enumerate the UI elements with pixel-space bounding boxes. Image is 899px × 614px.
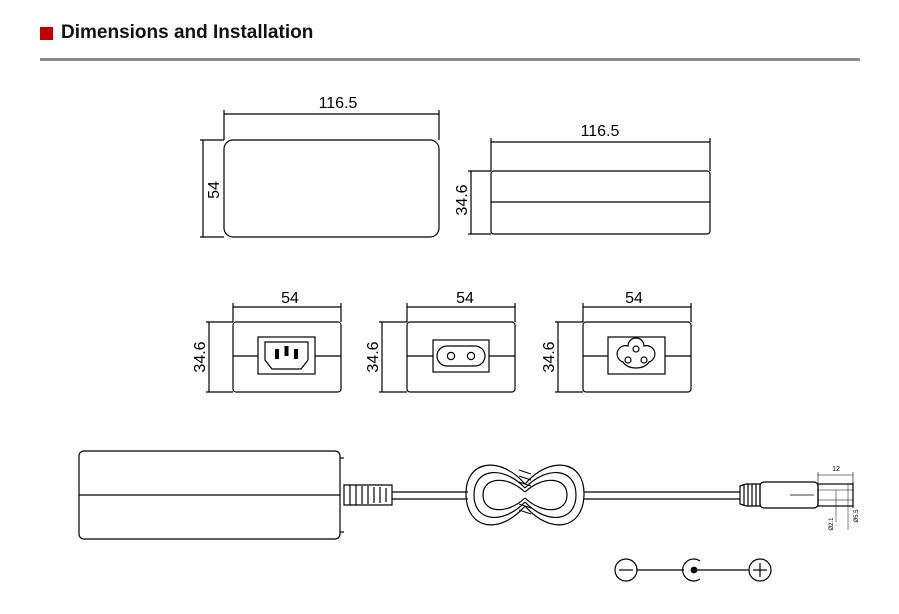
end-view-c14-height-label: 34.6	[192, 341, 209, 372]
adapter-assembly: 12 Ø2.1 Ø5.5	[78, 450, 860, 540]
polarity-diagram	[614, 558, 772, 582]
section-header: Dimensions and Installation	[40, 18, 313, 48]
side-view-height-label: 34.6	[454, 184, 471, 215]
page-title: Dimensions and Installation	[61, 22, 314, 43]
top-view-height-label: 54	[206, 181, 223, 199]
end-view-c14-width-label: 54	[281, 290, 299, 307]
c14-inlet-icon	[257, 336, 316, 375]
end-view-c6: 54 34.6	[541, 290, 692, 393]
end-view-c14: 54 34.6	[192, 290, 342, 393]
end-view-c6-width-label: 54	[625, 290, 643, 307]
c8-inlet-icon	[432, 339, 490, 373]
end-view-c8-width-label: 54	[456, 290, 474, 307]
top-view: 116.5 54	[200, 95, 440, 238]
end-view-c8: 54 34.6	[365, 290, 516, 393]
dc-plug-length-label: 12	[832, 466, 840, 473]
top-view-width-label: 116.5	[319, 95, 358, 112]
end-view-c8-height-label: 34.6	[365, 341, 382, 372]
end-view-c6-body	[582, 321, 692, 393]
plus-circle-icon	[748, 558, 772, 582]
dc-plug: 12 Ø2.1 Ø5.5	[739, 466, 860, 531]
header-divider	[40, 58, 860, 61]
cable-coil	[465, 464, 585, 526]
minus-circle-icon	[614, 558, 638, 582]
side-view: 116.5 34.6	[454, 123, 711, 235]
side-view-width-label: 116.5	[581, 123, 620, 140]
dc-plug-inner-diameter-label: Ø2.1	[829, 517, 835, 531]
title-square-icon	[40, 26, 53, 40]
top-view-body	[223, 139, 440, 238]
dc-plug-outer-diameter-label: Ø5.5	[854, 509, 860, 523]
end-view-c14-body	[232, 321, 342, 393]
end-view-c8-body	[406, 321, 516, 393]
strain-relief	[343, 484, 393, 506]
c6-inlet-icon	[607, 336, 666, 375]
center-positive-plug-icon	[682, 558, 701, 582]
end-view-c6-height-label: 34.6	[541, 341, 558, 372]
